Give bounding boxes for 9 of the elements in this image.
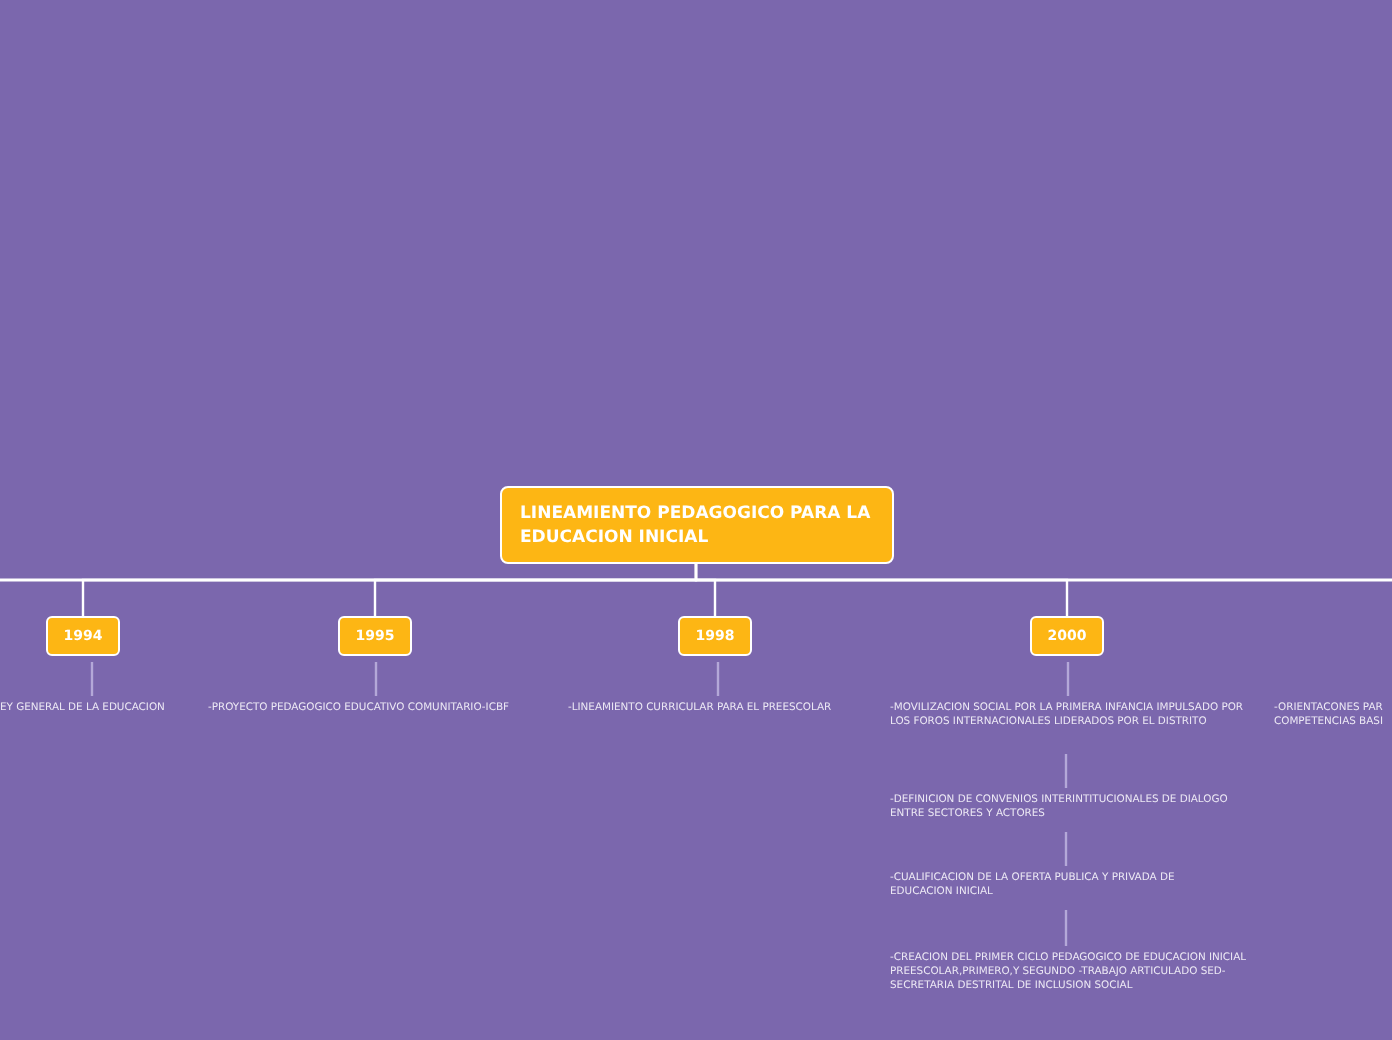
- connector-line: [90, 662, 94, 696]
- connector-line: [694, 564, 1069, 616]
- connector-line: [1064, 910, 1068, 946]
- connector-line: [374, 662, 378, 696]
- connector-line: [1066, 662, 1070, 696]
- connector-line: [716, 662, 720, 696]
- title-box: LINEAMIENTO PEDAGOGICO PARA LA EDUCACION INICIAL: [500, 486, 894, 564]
- connector-line: [1064, 832, 1068, 866]
- connector-line: [1064, 754, 1068, 788]
